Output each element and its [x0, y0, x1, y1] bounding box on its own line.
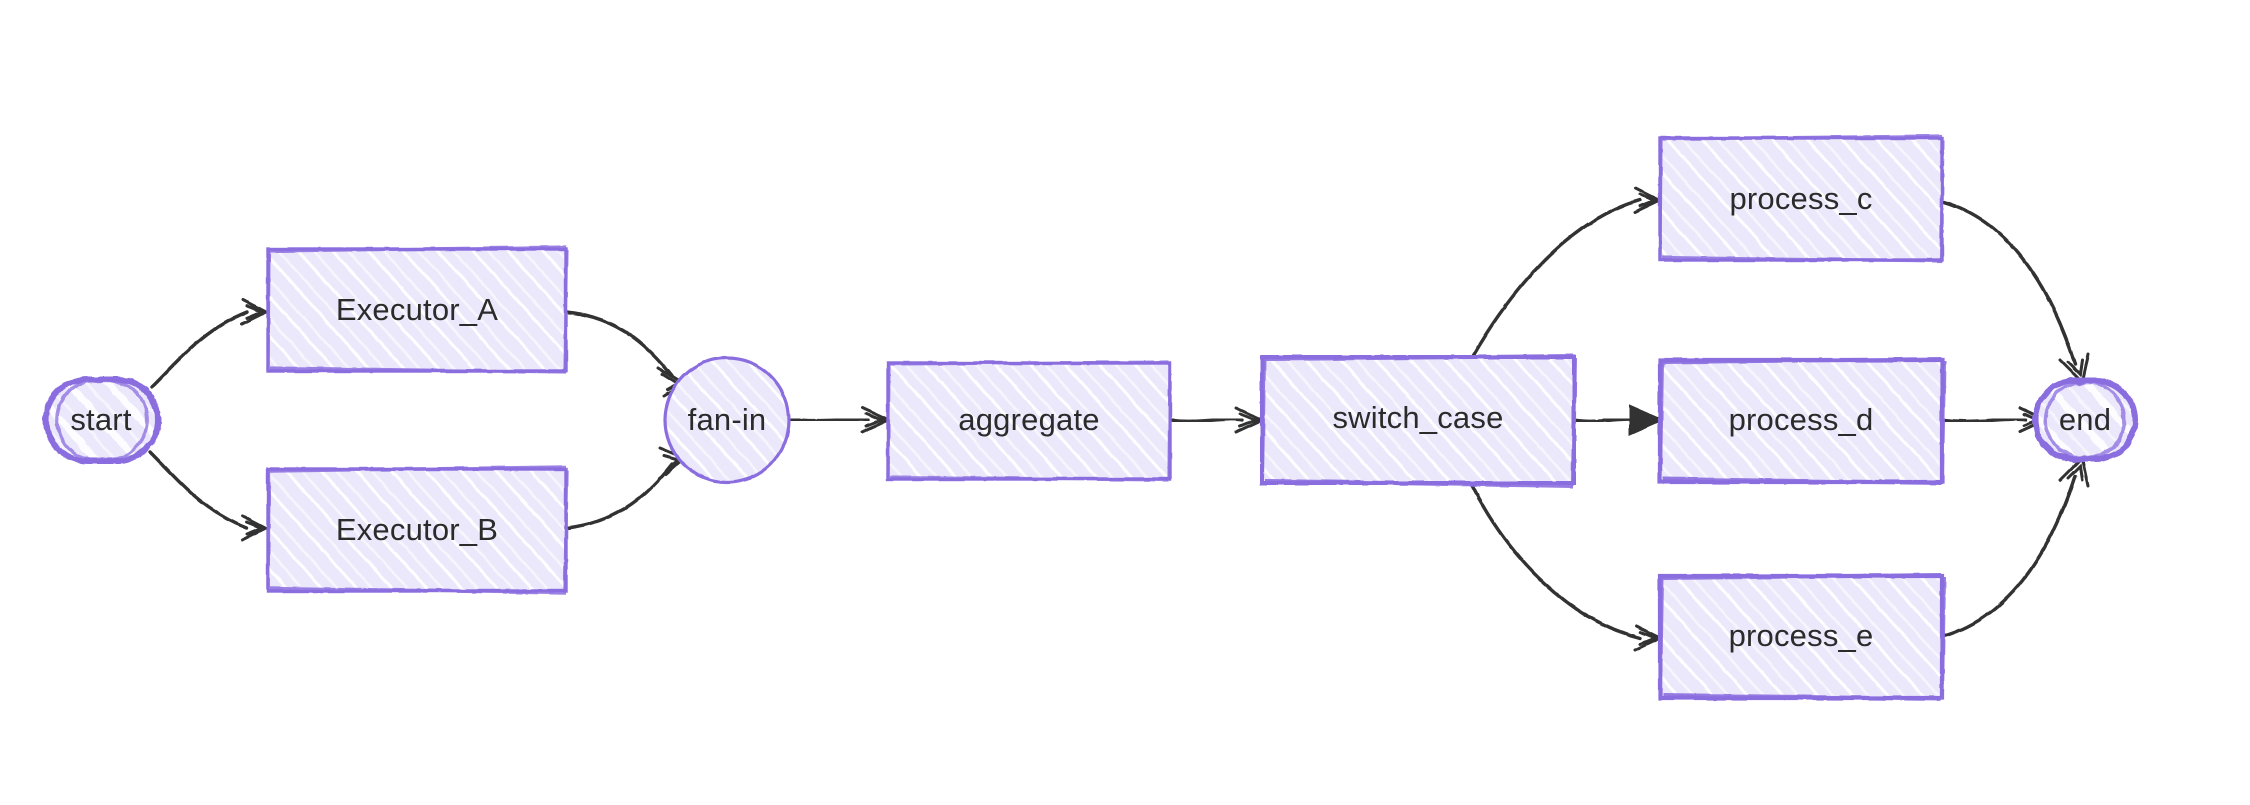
node-executor-a-shape: [266, 247, 568, 373]
node-start[interactable]: start: [43, 376, 161, 464]
edge-fan-in-to-aggregate: [789, 406, 892, 434]
edge-start-to-executor-b: [148, 450, 270, 542]
edge-process-e-to-end: [1942, 454, 2090, 638]
node-end[interactable]: end: [2032, 378, 2138, 462]
node-aggregate[interactable]: aggregate: [886, 360, 1172, 482]
edge-switch-case-to-process-e: [1470, 484, 1664, 652]
edge-executor-b-to-fan-in: [565, 446, 687, 530]
node-process-e-shape: [1657, 573, 1945, 701]
node-executor-b-overstroke: [266, 465, 569, 595]
edge-aggregate-to-switch-case: [1168, 406, 1266, 434]
node-end-shape-overstroke: [2043, 381, 2127, 459]
edge-process-c-to-end: [1942, 200, 2090, 386]
node-process-d[interactable]: process_d: [1657, 357, 1946, 485]
node-process-c-shape: [1658, 136, 1944, 262]
edge-executor-a-to-fan-in: [565, 310, 687, 398]
node-process-c[interactable]: process_c: [1658, 134, 1945, 263]
node-aggregate-shape: [886, 361, 1172, 481]
edge-switch-case-to-process-c: [1470, 186, 1664, 359]
node-executor-b-shape: [266, 467, 568, 593]
edge-start-to-executor-a: [150, 298, 270, 389]
node-executor-a-overstroke: [266, 245, 569, 374]
node-switch-case-overstroke: [1260, 354, 1577, 488]
node-process-d-overstroke: [1658, 357, 1946, 485]
node-start-shape: [43, 376, 161, 464]
node-aggregate-overstroke: [886, 360, 1172, 482]
node-executor-a[interactable]: Executor_A: [266, 245, 569, 374]
node-switch-case[interactable]: switch_case: [1260, 354, 1577, 488]
node-process-d-shape: [1657, 357, 1945, 485]
edge-process-d-to-end: [1942, 406, 2050, 434]
node-fan-in[interactable]: fan-in: [663, 356, 791, 484]
node-process-e[interactable]: process_e: [1657, 573, 1946, 701]
edge-switch-case-to-process-d: [1572, 404, 1665, 436]
node-executor-b[interactable]: Executor_B: [266, 465, 569, 595]
edge-layer: [148, 186, 2090, 652]
node-process-c-overstroke: [1658, 134, 1945, 263]
node-layer: start Executor_A Executor_B fan-in: [43, 134, 2138, 701]
node-fan-in-shape: [663, 356, 791, 484]
node-end-shape: [2032, 378, 2138, 462]
node-switch-case-shape: [1260, 355, 1576, 485]
node-start-shape-overstroke: [55, 379, 149, 461]
node-process-e-overstroke: [1658, 573, 1946, 701]
